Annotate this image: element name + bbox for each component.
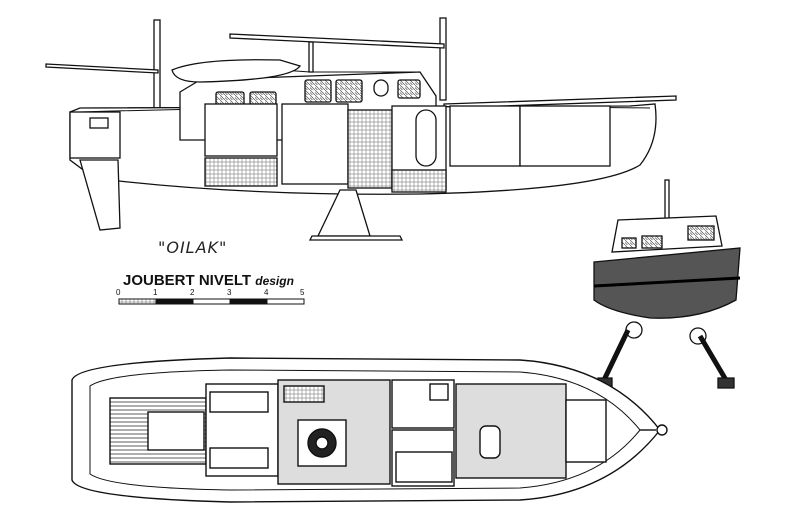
side-profile [45, 17, 677, 241]
window [304, 79, 332, 103]
scale-tick-label: 3 [227, 288, 232, 297]
scale-tick-label: 4 [264, 288, 269, 297]
boat-name: "OILAK" [158, 238, 228, 257]
designer-label: JOUBERT NIVELT design [123, 272, 294, 289]
bilge-keel [601, 328, 729, 382]
scale-tick-label: 5 [300, 288, 305, 297]
scale-bar [118, 298, 305, 305]
scale-tick-label: 2 [190, 288, 195, 297]
window [397, 79, 421, 99]
designer-name: JOUBERT NIVELT [123, 272, 252, 289]
porthole [373, 79, 389, 97]
front-view [593, 179, 741, 389]
mast-stub [308, 41, 314, 73]
scale-tick-label: 0 [116, 288, 121, 297]
rudder [79, 159, 121, 231]
plan-view [71, 357, 668, 503]
window [335, 79, 363, 103]
main-boom [45, 63, 159, 74]
keel [316, 189, 371, 237]
dinghy [171, 59, 302, 83]
front-cabin [611, 215, 723, 253]
mizzen-boom [229, 33, 445, 49]
designer-suffix: design [255, 274, 294, 288]
mizzen-mast [439, 17, 447, 101]
scale-tick-label: 1 [153, 288, 158, 297]
stern-platform [69, 111, 121, 159]
